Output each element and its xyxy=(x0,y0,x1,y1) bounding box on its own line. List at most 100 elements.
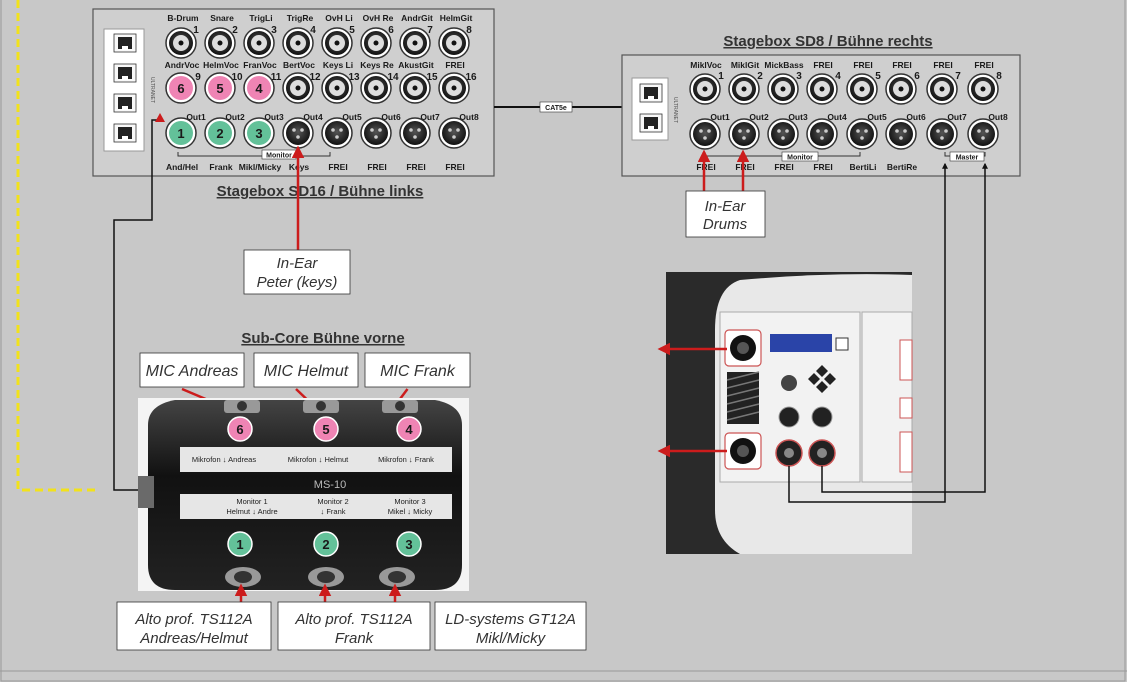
sd16-input-label-6: OvH Re xyxy=(363,13,394,23)
sd16-input-6-xlr xyxy=(360,27,392,59)
sd16-input-label-10: HelmVoc xyxy=(203,60,239,70)
sd8-master-label: Master xyxy=(956,155,979,162)
sd8-input-num-7: 7 xyxy=(955,71,961,82)
sd16-input-label-15: AkustGit xyxy=(398,60,434,70)
subcore-out-badge-2-label: 2 xyxy=(322,537,329,552)
sd8-input-label-1: MiklVoc xyxy=(690,60,722,70)
sd16-port-badge: ULTRANET xyxy=(149,77,155,103)
speaker-callout-model-1: Alto prof. TS112A xyxy=(134,611,252,628)
fohhn-display-button xyxy=(835,337,849,351)
inear-peter-line1: In-Ear xyxy=(277,255,319,272)
sd16-input-1-xlr xyxy=(165,27,197,59)
sd8-output-1-xlr xyxy=(689,118,721,150)
sd16-input-num-8: 8 xyxy=(466,25,472,36)
sd8-input-label-4: FREI xyxy=(813,60,832,70)
sd16-input-num-1: 1 xyxy=(193,25,199,36)
sd8-input-label-2: MiklGit xyxy=(731,60,760,70)
sd16-output-label-5: Out5 xyxy=(342,112,362,122)
sd8-output-4-xlr xyxy=(806,118,838,150)
sd16-output-name-1: And/Hel xyxy=(166,162,198,172)
sd16-input-num-14: 14 xyxy=(387,72,399,83)
sd8-output-label-4: Out4 xyxy=(827,112,847,122)
fohhn-side-box1 xyxy=(899,339,913,381)
sd16-input-9-badge: 6 xyxy=(177,81,184,96)
sd8-output-name-6: BertiRe xyxy=(887,162,918,172)
sd8-output-label-7: Out7 xyxy=(947,112,967,122)
sd16-output-name-8: FREI xyxy=(445,162,464,172)
sd16-output-name-6: FREI xyxy=(367,162,386,172)
sd16-input-label-1: B-Drum xyxy=(167,13,199,23)
subcore-mic-badge-4: 4 xyxy=(396,416,422,442)
subcore-mic-badge-6-label: 6 xyxy=(236,422,243,437)
sd16-input-num-7: 7 xyxy=(427,25,433,36)
sd8-output-label-8: Out8 xyxy=(988,112,1008,122)
sd16-output-2-badge: 2 xyxy=(216,126,223,141)
fohhn-photo xyxy=(666,272,913,554)
sd16-output-5-xlr xyxy=(321,117,353,149)
sd16-monitor-bracket xyxy=(177,152,331,157)
speaker-callout-user-3: Mikl/Micky xyxy=(476,630,547,647)
subcore-mic-connector-1 xyxy=(224,400,260,413)
sd16-input-num-6: 6 xyxy=(388,25,394,36)
subcore-out-badge-1-label: 1 xyxy=(236,537,243,552)
subcore-mic-connector-2 xyxy=(303,400,339,413)
sd8-title: Stagebox SD8 / Bühne rechts xyxy=(723,33,932,50)
sd8-input-label-8: FREI xyxy=(974,60,993,70)
speaker-callout-user-2: Frank xyxy=(335,630,375,647)
subcore-strip-monitor xyxy=(180,494,452,519)
sd16-input-label-5: OvH Li xyxy=(325,13,352,23)
sd16-output-4-xlr xyxy=(282,117,314,149)
subcore-strip-mic xyxy=(180,447,452,472)
subcore-monitor-head-1: Monitor 1 xyxy=(236,497,267,506)
sd16-output-1-badge: 1 xyxy=(177,126,184,141)
sd8-input-4-xlr xyxy=(806,73,838,105)
sd16-input-11-pink: 4 xyxy=(243,72,275,104)
mic-callout-label-2: MIC Helmut xyxy=(264,363,349,380)
sd8-output-label-5: Out5 xyxy=(867,112,887,122)
sd8-output-name-5: BertiLi xyxy=(850,162,877,172)
subcore-strip-mic-label-1: Mikrofon ↓ Andreas xyxy=(192,455,256,464)
sd16-input-8-xlr xyxy=(438,27,470,59)
sd8-output-name-3: FREI xyxy=(774,162,793,172)
sd8-input-5-xlr xyxy=(846,73,878,105)
subcore-out-badge-3-label: 3 xyxy=(405,537,412,552)
sd16-input-11-badge: 4 xyxy=(255,81,263,96)
sd16-output-name-5: FREI xyxy=(328,162,347,172)
sd16-input-label-7: AndrGit xyxy=(401,13,433,23)
mic-callout-2: MIC Helmut xyxy=(253,352,359,413)
sd16-output-2-green: 2 xyxy=(204,117,236,149)
sd16-input-2-xlr xyxy=(204,27,236,59)
sd16-input-12-xlr xyxy=(282,72,314,104)
sd16-input-9-pink: 6 xyxy=(165,72,197,104)
subcore-out-badge-2: 2 xyxy=(313,531,339,557)
sd16-monitor-label: Monitor xyxy=(266,153,292,160)
sd16-input-13-xlr xyxy=(321,72,353,104)
inear-peter-line2: Peter (keys) xyxy=(257,274,338,291)
sd8-input-num-4: 4 xyxy=(835,71,841,82)
sd16-output-label-6: Out6 xyxy=(381,112,401,122)
mic-callout-3: MIC Frank xyxy=(364,352,471,413)
sd8-input-8-xlr xyxy=(967,73,999,105)
mic-callout-1: MIC Andreas xyxy=(139,352,245,413)
sd8-input-7-xlr xyxy=(926,73,958,105)
sd16-input-14-xlr xyxy=(360,72,392,104)
fohhn-xlr-in-1 xyxy=(778,406,800,428)
sd8-input-num-8: 8 xyxy=(996,71,1002,82)
sd16-output-name-3: Mikl/Micky xyxy=(239,162,282,172)
sd16-output-name-2: Frank xyxy=(209,162,232,172)
fohhn-side-box2 xyxy=(899,397,913,419)
sd16-output-3-green: 3 xyxy=(243,117,275,149)
sd16-input-num-16: 16 xyxy=(465,72,477,83)
sd16-title: Stagebox SD16 / Bühne links xyxy=(217,183,424,200)
subcore-title: Sub-Core Bühne vorne xyxy=(241,330,404,347)
sd8-output-name-4: FREI xyxy=(813,162,832,172)
sd16-input-label-13: Keys Li xyxy=(323,60,353,70)
inear-peter-callout: In-Ear Peter (keys) xyxy=(243,145,351,295)
sd16-output-7-xlr xyxy=(399,117,431,149)
subcore-strip-mic-label-3: Mikrofon ↓ Frank xyxy=(378,455,434,464)
cat5e-tag xyxy=(539,101,573,113)
sd16-input-3-xlr xyxy=(243,27,275,59)
